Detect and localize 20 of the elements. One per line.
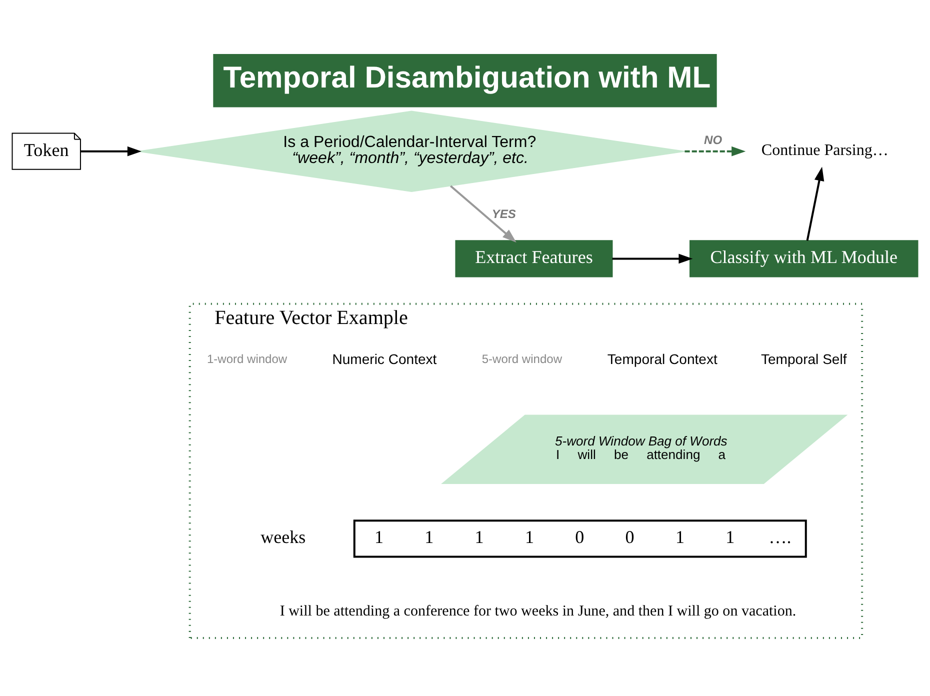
- edge-label: YES: [492, 207, 516, 222]
- label: Numeric Context: [332, 350, 437, 367]
- label: weeks: [260, 527, 306, 548]
- label: I will be attending a conference for two weeks in June, and then I will go on vacation.: [280, 603, 796, 620]
- diagram-title: Temporal Disambiguation with ML: [223, 62, 711, 95]
- label: Temporal Context: [607, 350, 718, 367]
- edge-label: NO: [704, 132, 722, 147]
- node-text: Continue Parsing…: [761, 142, 888, 160]
- arrow: [612, 254, 693, 264]
- label: 1-word window: [206, 352, 288, 366]
- arrow: [684, 146, 746, 156]
- node-diamond: Is a Period/Calendar-Interval Term? “week”, “month”, “yesterday”, etc.: [138, 110, 685, 192]
- node-box: 1 1 1 1 0 0 1 1 ….: [353, 520, 807, 558]
- label: Temporal Self: [760, 350, 847, 367]
- arrow: [450, 185, 516, 243]
- arrow: [806, 166, 824, 241]
- node-box: Classify with ML Module: [690, 240, 918, 278]
- node-box: Extract Features: [455, 240, 613, 278]
- arrow: [80, 146, 142, 156]
- label: 5-word window: [482, 352, 562, 366]
